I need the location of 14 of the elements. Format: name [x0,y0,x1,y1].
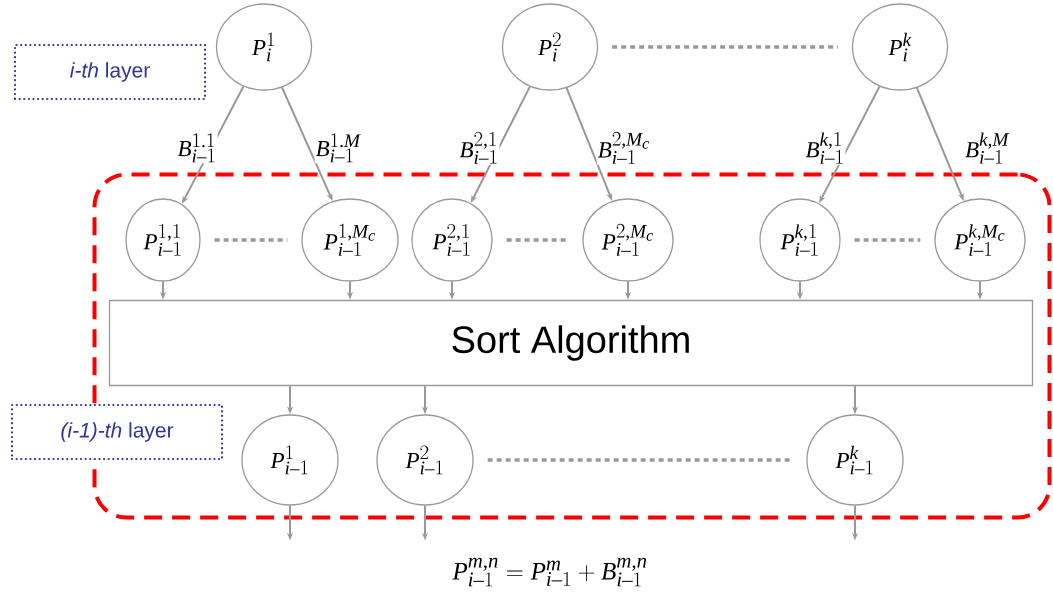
edge-label: $B_{i-1}^{2,M_c}$ [596,131,652,165]
layer-tag: (i-1)-th layer [10,403,224,461]
dotted-line [612,45,838,49]
process-box: Sort Algorithm [108,299,1034,387]
dotted-line [506,238,569,242]
edge-label: $B_{i-1}^{1.M}$ [314,132,362,164]
edge-label: $B_{i-1}^{2,1}$ [458,131,500,165]
dotted-line [854,238,921,242]
edge-label: $B_{i-1}^{1.1}$ [176,132,218,164]
formula: $P_{i-1}^{m,n} = P_{i-1}^{m} + B_{i-1}^{m,n}$ [452,557,647,587]
edge-label: $B_{i-1}^{k,M}$ [964,131,1010,165]
dotted-line [487,458,793,462]
edge-label: $B_{i-1}^{k,1}$ [804,131,846,165]
layer-tag: i-th layer [13,43,207,101]
